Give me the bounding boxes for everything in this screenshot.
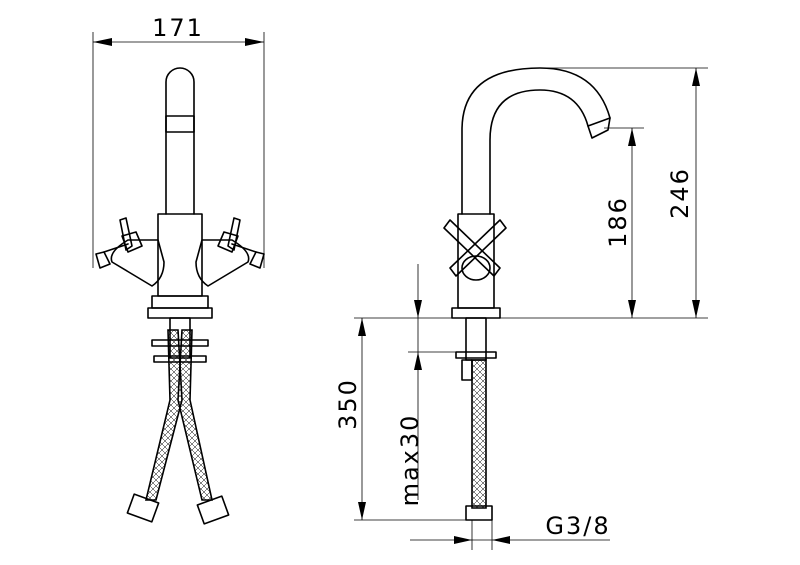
side-view: 246 186 350 max30 G3/8 — [334, 67, 708, 550]
side-hose — [471, 359, 487, 509]
arrow-246-top — [692, 68, 700, 86]
side-spout-inner — [489, 89, 589, 215]
front-hose-left-nut — [126, 493, 160, 523]
arrow-left — [93, 38, 112, 46]
front-base-ring — [151, 295, 209, 309]
side-body — [457, 213, 495, 309]
dimension-label-186: 186 — [604, 196, 632, 248]
arrow-max30-bottom — [414, 352, 422, 370]
front-spout-aerator — [165, 115, 195, 133]
front-body — [157, 213, 203, 297]
arrow-246-bottom — [692, 300, 700, 318]
arrow-350-bottom — [358, 502, 366, 520]
front-right-handle — [195, 217, 265, 287]
front-view: 171 — [92, 14, 265, 525]
front-hose-right-nut — [196, 495, 230, 525]
arrow-350-top — [358, 318, 366, 336]
front-hose-left — [144, 329, 183, 501]
front-left-handle — [95, 217, 165, 287]
front-base-plate — [147, 307, 213, 319]
arrow-g38-left — [454, 536, 472, 544]
side-hose-nut — [465, 505, 493, 521]
dimension-label-246: 246 — [666, 167, 694, 219]
side-base — [451, 307, 501, 319]
side-spout-aerator — [587, 117, 611, 139]
arrow-right — [245, 38, 264, 46]
side-spout-outer — [461, 67, 611, 215]
dimension-label-171: 171 — [152, 14, 204, 42]
side-cross-handle — [443, 219, 507, 281]
front-spout — [165, 67, 195, 215]
dimension-label-350: 350 — [334, 378, 362, 430]
arrow-g38-right — [492, 536, 510, 544]
arrow-max30-top — [414, 300, 422, 318]
arrow-186-bottom — [628, 300, 636, 318]
dimension-label-max30: max30 — [396, 414, 424, 507]
arrow-186-top — [628, 128, 636, 146]
dimension-label-g38: G3/8 — [545, 512, 610, 540]
